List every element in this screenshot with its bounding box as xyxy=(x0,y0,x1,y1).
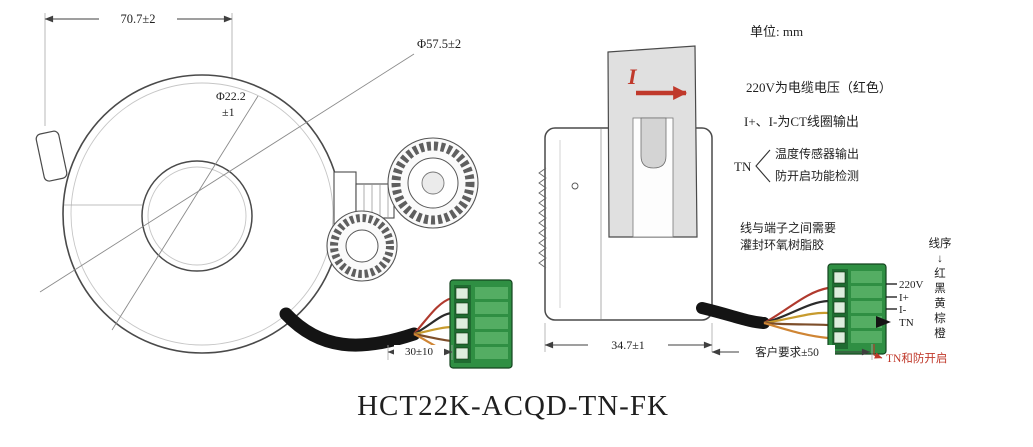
leader-line xyxy=(39,53,415,293)
ct-inner-hole xyxy=(141,160,253,272)
knurled-connector-lower xyxy=(326,210,398,282)
brace-icon xyxy=(755,149,771,183)
clamp-tongue xyxy=(640,117,667,169)
label-backing xyxy=(394,345,444,358)
dim-width-top: 70.7±2 xyxy=(44,11,233,126)
knurl-center xyxy=(421,171,445,195)
dim-inner-dia: Φ22.2 ±1 xyxy=(111,89,259,331)
ct-latch-tab xyxy=(35,130,68,182)
wire-brown xyxy=(413,332,453,343)
wire-pin-labels: 220V I+ I- TN xyxy=(876,279,924,329)
wire-order-black: 黑 xyxy=(934,282,946,295)
wire-black xyxy=(763,299,829,325)
down-arrow-icon: ↓ xyxy=(937,253,943,265)
ct-outer-ring-inner-edge xyxy=(70,82,334,346)
units-note: 单位: mm xyxy=(750,24,803,39)
part-number-title: HCT22K-ACQD-TN-FK xyxy=(357,390,669,422)
label-backing xyxy=(739,345,835,359)
wire-orange xyxy=(763,321,829,340)
knurl-face xyxy=(345,229,379,263)
dim-outer-dia-label: Φ57.5±2 xyxy=(417,37,461,51)
wire-fan-right xyxy=(763,286,829,340)
terminal-slots xyxy=(475,287,508,359)
dim-cable-right-label: 客户要求±50 xyxy=(755,345,819,359)
knurled-connector-upper xyxy=(387,137,479,229)
terminal-connector-right xyxy=(827,263,887,355)
potting-note-line2: 灌封环氧树脂胶 xyxy=(740,237,824,252)
dim-depth: 34.7±1 xyxy=(544,323,713,352)
dim-outer-dia: Φ57.5±2 xyxy=(39,37,461,293)
wire-label-iminus: I- xyxy=(899,304,907,316)
ct-side-view: I xyxy=(538,45,952,365)
dim-depth-label: 34.7±1 xyxy=(611,338,645,352)
tn-callout: TN和防开启 xyxy=(873,344,947,365)
wire-order-column: 线序 ↓ 红 黑 黄 棕 橙 xyxy=(929,236,952,340)
label-backing xyxy=(99,11,177,26)
tn-note-group: TN 温度传感器输出 防开启功能检测 xyxy=(734,146,859,183)
wire-brown xyxy=(763,321,829,327)
tn-callout-label: TN和防开启 xyxy=(886,351,947,365)
dim-inner-dia-label: Φ22.2 xyxy=(216,89,246,103)
clamp-lever xyxy=(607,45,698,238)
pin-holes xyxy=(455,287,469,360)
screw-hole xyxy=(571,182,579,190)
wire-order-header: 线序 xyxy=(929,236,952,250)
leader-line xyxy=(111,95,259,331)
label-backing xyxy=(588,338,668,352)
knurl-teeth xyxy=(330,214,394,278)
wire-order-yellow: 黄 xyxy=(934,296,946,310)
knurl-teeth xyxy=(391,141,475,225)
wire-order-brown: 棕 xyxy=(934,311,946,325)
wire-label-tn: TN xyxy=(899,317,914,329)
dim-width-label: 70.7±2 xyxy=(121,12,156,26)
wire-fan-left xyxy=(413,296,453,355)
wire-red xyxy=(413,296,453,335)
terminal-connector-left xyxy=(449,279,513,369)
pin-holes xyxy=(833,271,846,344)
serrated-edge xyxy=(538,167,547,269)
ct-inner-hole-edge xyxy=(147,166,247,266)
tn-note-label: TN xyxy=(734,159,752,174)
dim-cable-right: 客户要求±50 xyxy=(711,344,873,360)
notes-column: 单位: mm 220V为电缆电压（红色） I+、I-为CT线圈输出 TN 温度传… xyxy=(734,24,892,252)
ct-front-view: 70.7±2 Φ57.5±2 Φ22.2 ±1 xyxy=(35,11,513,369)
output-cable-left xyxy=(279,307,421,352)
tn-note-line1: 温度传感器输出 xyxy=(775,146,859,161)
dim-cable-left: 30±10 xyxy=(387,345,453,360)
latch-tab-shape xyxy=(35,130,68,182)
wire-label-iplus: I+ xyxy=(899,292,909,304)
ct-output-note: I+、I-为CT线圈输出 xyxy=(744,114,859,129)
wire-order-orange: 橙 xyxy=(934,326,946,340)
output-cable-right xyxy=(696,302,770,329)
dim-inner-dia-tol-label: ±1 xyxy=(222,105,235,119)
wire-label-220v: 220V xyxy=(899,279,924,291)
wire-red xyxy=(763,286,829,324)
wire-order-red: 红 xyxy=(934,267,946,280)
dim-cable-left-label: 30±10 xyxy=(405,346,434,358)
callout-arrow xyxy=(873,344,883,359)
wire-black xyxy=(413,311,453,335)
wire-yellow xyxy=(413,325,453,336)
tn-arrow-icon xyxy=(876,316,891,328)
terminal-slots xyxy=(851,271,882,343)
wire-yellow xyxy=(763,311,829,325)
aviation-connector-assembly xyxy=(326,137,479,282)
current-symbol-label: I xyxy=(627,64,638,89)
potting-note-line1: 线与端子之间需要 xyxy=(740,221,836,235)
tn-note-line2: 防开启功能检测 xyxy=(775,168,859,183)
voltage-note: 220V为电缆电压（红色） xyxy=(746,80,892,95)
current-direction: I xyxy=(627,64,688,100)
